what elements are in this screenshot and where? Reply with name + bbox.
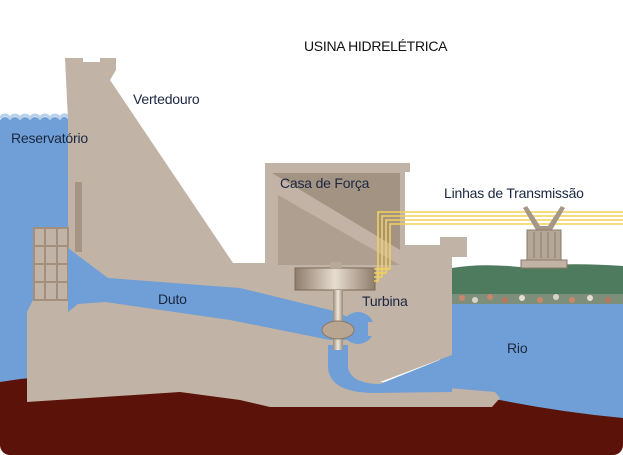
- river-bank-pebbles: [452, 294, 623, 304]
- diagram-title: USINA HIDRELÉTRICA: [304, 38, 448, 54]
- penstock-duct: [68, 248, 352, 340]
- ground: [0, 374, 623, 455]
- label-reservoir: Reservatório: [11, 130, 88, 146]
- draft-tube: [328, 345, 452, 393]
- label-turbine: Turbina: [362, 293, 408, 309]
- dam-concrete: [27, 58, 500, 407]
- generator: [294, 267, 376, 291]
- gate-slot: [75, 182, 82, 252]
- label-river: Rio: [507, 340, 528, 356]
- label-transmission-lines: Linhas de Transmissão: [444, 185, 584, 201]
- river-bank-grass: [452, 264, 623, 300]
- label-spillway: Vertedouro: [133, 91, 200, 107]
- transmission-lines: [374, 211, 623, 282]
- turbine-runner: [321, 320, 355, 340]
- transmission-tower: [520, 206, 568, 269]
- label-powerhouse: Casa de Força: [280, 175, 370, 191]
- turbine-shaft: [333, 290, 343, 350]
- label-penstock: Duto: [158, 291, 187, 307]
